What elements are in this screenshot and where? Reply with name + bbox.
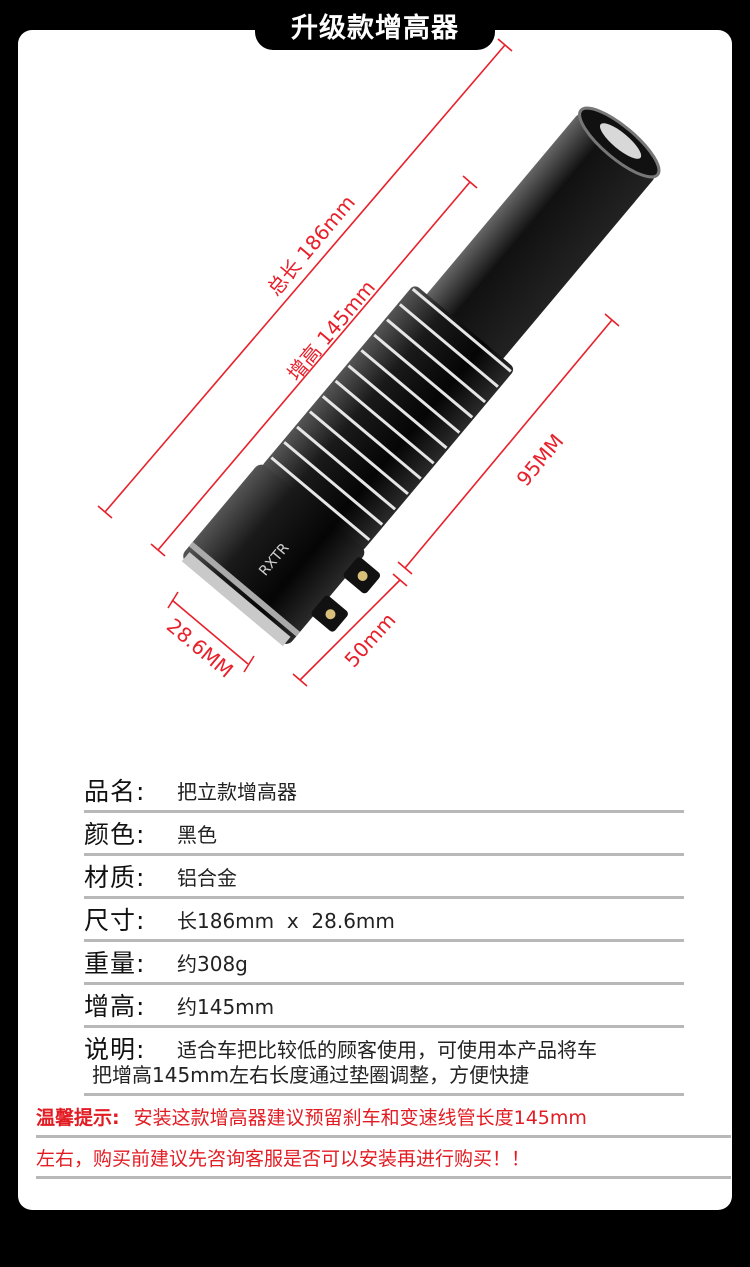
- product-image: RXTR: [97, 38, 661, 687]
- spec-value: 铝合金: [177, 865, 237, 890]
- spec-key: 材质:: [84, 863, 146, 892]
- spec-row-description: 说明: 适合车把比较低的顾客使用，可使用本产品将车: [84, 1028, 684, 1068]
- page-title: 升级款增高器: [291, 12, 459, 44]
- spec-key: 重量:: [84, 949, 146, 978]
- spec-key: 说明:: [84, 1035, 146, 1064]
- spec-value: 把立款增高器: [177, 779, 297, 804]
- spec-row-color: 颜色: 黑色: [84, 813, 684, 856]
- spec-row-name: 品名: 把立款增高器: [84, 770, 684, 813]
- spec-key: 颜色:: [84, 820, 146, 849]
- tip-line-2: 左右，购买前建议先咨询客服是否可以安装再进行购买！！: [36, 1138, 731, 1179]
- title-banner: 升级款增高器: [255, 0, 495, 50]
- tip-label: 温馨提示:: [36, 1106, 120, 1129]
- tip-line-1: 温馨提示: 安装这款增高器建议预留刹车和变速线管长度145mm: [36, 1097, 731, 1138]
- description-continued: 把增高145mm左右长度通过垫圈调整，方便快捷: [84, 1053, 684, 1096]
- spec-row-material: 材质: 铝合金: [84, 856, 684, 899]
- tip-text-2: 左右，购买前建议先咨询客服是否可以安装再进行购买！！: [36, 1147, 531, 1170]
- spec-row-size: 尺寸: 长186mm x 28.6mm: [84, 899, 684, 942]
- spec-value: 约308g: [177, 951, 248, 976]
- dimension-lines: [97, 38, 620, 687]
- tip-text-1: 安装这款增高器建议预留刹车和变速线管长度145mm: [133, 1106, 587, 1129]
- spec-value: 黑色: [177, 822, 217, 847]
- spec-row-weight: 重量: 约308g: [84, 942, 684, 985]
- spec-key: 品名:: [84, 777, 146, 806]
- spec-list: 品名: 把立款增高器 颜色: 黑色 材质: 铝合金 尺寸: 长186mm x 2…: [84, 770, 684, 1068]
- spec-row-rise: 增高: 约145mm: [84, 985, 684, 1028]
- spec-key: 尺寸:: [84, 906, 146, 935]
- riser-body: RXTR: [181, 106, 661, 647]
- spec-value: 适合车把比较低的顾客使用，可使用本产品将车: [177, 1037, 597, 1062]
- spec-value: 约145mm: [177, 994, 275, 1019]
- spec-value: 长186mm x 28.6mm: [177, 908, 395, 933]
- spec-key: 增高:: [84, 992, 146, 1021]
- description-continued-text: 把增高145mm左右长度通过垫圈调整，方便快捷: [92, 1062, 530, 1087]
